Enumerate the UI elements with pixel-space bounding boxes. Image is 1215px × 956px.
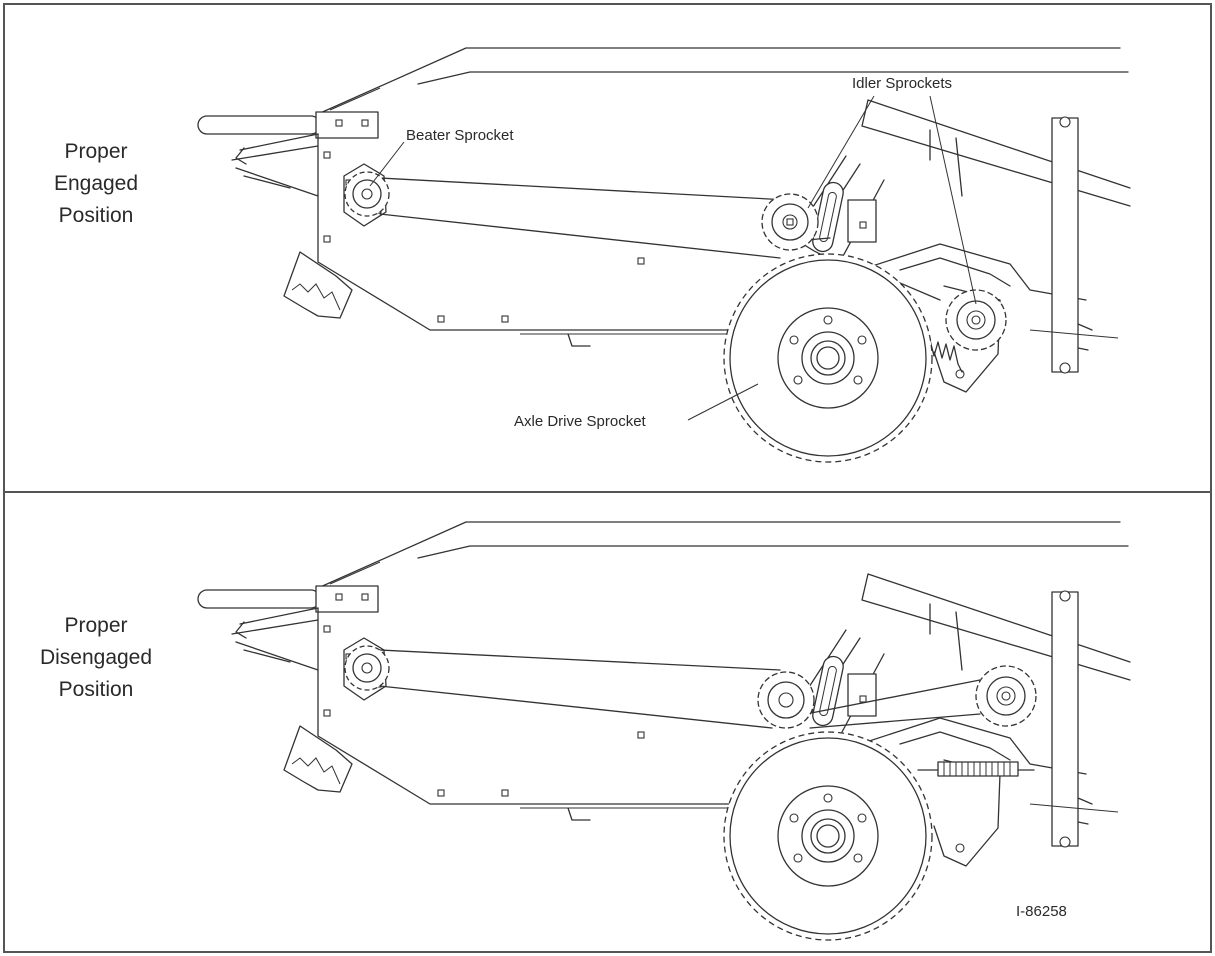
beater-sprocket-2	[344, 645, 390, 691]
idler-sprocket-rear	[945, 289, 1007, 351]
axle-drive-sprocket-2	[723, 731, 933, 941]
side-label-line-1: Proper	[64, 140, 127, 163]
axle-drive-sprocket	[723, 253, 933, 463]
panel-engaged: Proper Engaged Position Beater Sprocket …	[54, 47, 1131, 463]
leader-beater	[369, 141, 405, 187]
tension-spring-2	[917, 761, 1035, 777]
figure-border	[3, 3, 1212, 953]
side-label-line-1-2: Proper	[64, 614, 127, 637]
idler-sprocket-front	[761, 193, 819, 251]
callout-axle-drive-sprocket: Axle Drive Sprocket	[514, 413, 647, 430]
leader-idler-front	[807, 95, 875, 209]
side-label-line-2-2: Disengaged	[40, 646, 152, 669]
side-label-line-3-2: Position	[59, 678, 134, 701]
side-label-line-3: Position	[59, 204, 134, 227]
panel-disengaged: Proper Disengaged Position I-86258	[40, 521, 1131, 941]
figure-id: I-86258	[1016, 903, 1067, 920]
drive-chain-2	[379, 649, 981, 729]
side-label-line-2: Engaged	[54, 172, 138, 195]
callout-beater-sprocket: Beater Sprocket	[406, 127, 514, 144]
beater-sprocket	[344, 171, 390, 217]
leader-axle	[687, 383, 759, 421]
leader-idler-rear	[929, 95, 977, 305]
callout-idler-sprockets: Idler Sprockets	[852, 75, 952, 92]
drive-chain	[379, 177, 941, 301]
idler-sprocket-front-2	[757, 671, 815, 729]
idler-sprocket-rear-2	[975, 665, 1037, 727]
